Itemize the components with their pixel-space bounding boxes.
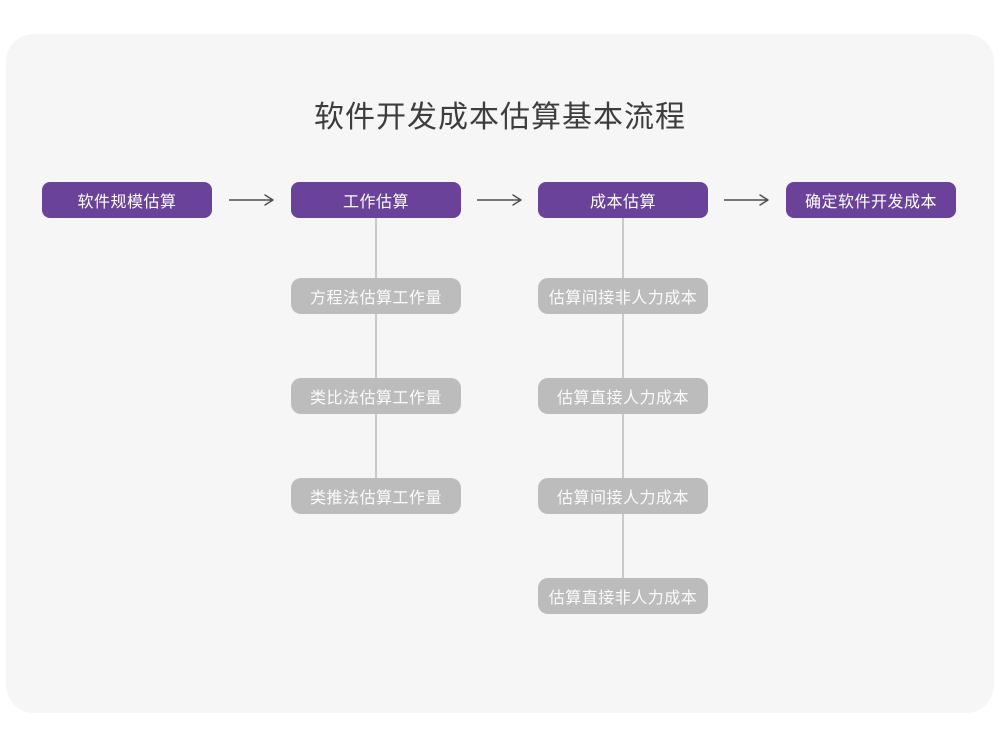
sub-node-analogy-method: 类比法估算工作量 <box>291 378 461 414</box>
diagram-title: 软件开发成本估算基本流程 <box>314 101 686 134</box>
node-label: 成本估算 <box>589 194 656 211</box>
flow-node-cost-estimation: 成本估算 <box>538 182 708 218</box>
sub-node-indirect-nonlabor-cost: 估算间接非人力成本 <box>538 278 708 314</box>
flow-node-determine-development-cost: 确定软件开发成本 <box>786 182 956 218</box>
node-label: 估算间接人力成本 <box>556 490 689 507</box>
node-label: 软件规模估算 <box>77 194 177 211</box>
arrow-effort-to-cost-icon <box>477 194 522 206</box>
node-label: 确定软件开发成本 <box>804 194 937 211</box>
sub-node-extrapolation-method: 类推法估算工作量 <box>291 478 461 514</box>
connector-effort-column <box>375 218 377 478</box>
sub-node-indirect-labor-cost: 估算间接人力成本 <box>538 478 708 514</box>
node-label: 类推法估算工作量 <box>309 490 442 507</box>
node-label: 估算直接非人力成本 <box>548 590 698 607</box>
arrow-cost-to-final-icon <box>724 194 769 206</box>
diagram-card <box>6 34 994 713</box>
flow-node-software-scale-estimation: 软件规模估算 <box>42 182 212 218</box>
sub-node-equation-method: 方程法估算工作量 <box>291 278 461 314</box>
node-label: 类比法估算工作量 <box>309 390 442 407</box>
node-label: 方程法估算工作量 <box>309 290 442 307</box>
node-label: 估算直接人力成本 <box>556 390 689 407</box>
sub-node-direct-labor-cost: 估算直接人力成本 <box>538 378 708 414</box>
sub-node-direct-nonlabor-cost: 估算直接非人力成本 <box>538 578 708 614</box>
node-label: 工作估算 <box>342 194 409 211</box>
flow-node-effort-estimation: 工作估算 <box>291 182 461 218</box>
node-label: 估算间接非人力成本 <box>548 290 698 307</box>
arrow-scale-to-effort-icon <box>229 194 274 206</box>
